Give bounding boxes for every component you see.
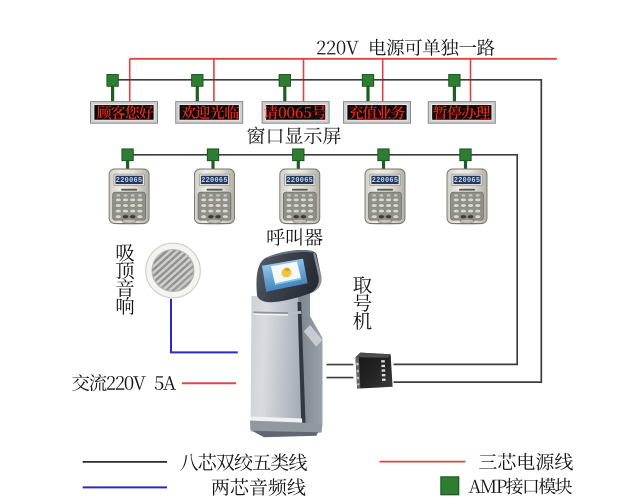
svg-text:220065: 220065 (454, 177, 481, 185)
svg-text:220065: 220065 (286, 177, 313, 185)
svg-text:220065: 220065 (201, 177, 228, 185)
svg-text:220065: 220065 (372, 177, 399, 185)
svg-text:220065: 220065 (116, 177, 143, 185)
